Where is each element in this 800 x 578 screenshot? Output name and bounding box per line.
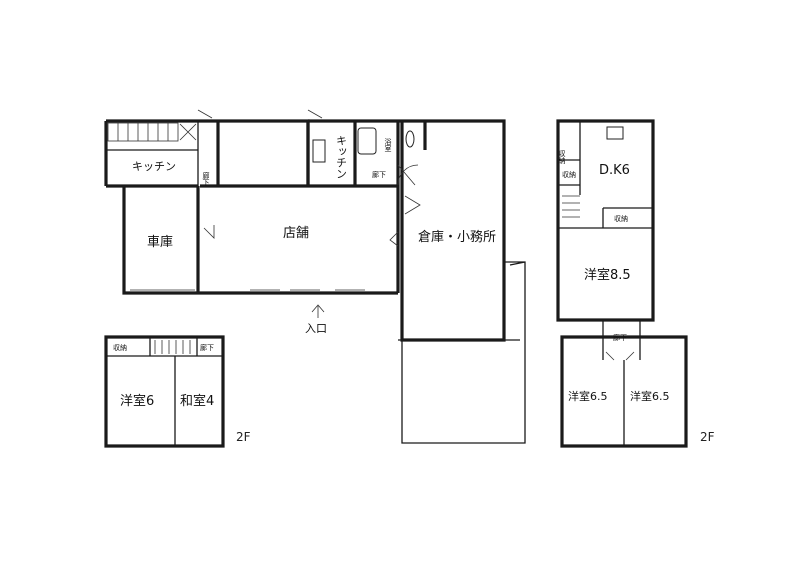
sink-fixture xyxy=(312,139,326,163)
stairs-2f-right xyxy=(562,195,580,218)
door-swing-hall xyxy=(203,225,215,239)
label-garage: 車庫 xyxy=(147,235,173,250)
outdoor-area xyxy=(398,261,526,444)
label-floor-2f-left: 2F xyxy=(236,430,251,444)
bathtub-fixture xyxy=(357,127,377,155)
wall-2f-left-inner xyxy=(106,337,223,446)
label-kitchen-left: キッチン xyxy=(132,160,176,173)
label-western65-b: 洋室6.5 xyxy=(630,389,670,403)
door-swing-storage xyxy=(404,195,421,215)
label-hall-center: 廊下 xyxy=(372,170,386,179)
door-swing-shop xyxy=(389,231,399,247)
toilet-fixture xyxy=(405,130,415,148)
door-swings-1f xyxy=(197,109,419,186)
label-dk: D.K6 xyxy=(599,163,630,178)
label-western85: 洋室8.5 xyxy=(584,267,631,283)
wall-1f-center xyxy=(306,119,427,186)
wall-1f-left-block xyxy=(104,119,218,295)
wall-1f-hall xyxy=(197,121,219,187)
label-2f-closet-top: 収納 xyxy=(558,150,566,165)
label-2f-hall: 廊下 xyxy=(200,343,214,352)
door-swings-2f xyxy=(605,351,635,361)
label-hall-left: 廊下 xyxy=(202,171,210,187)
label-shop: 店舗 xyxy=(283,226,309,241)
plan-2f-left: 収納 廊下 洋室6 和室4 2F xyxy=(104,335,251,448)
wall-2f-right-upper xyxy=(556,119,655,322)
label-bath: 浴室 xyxy=(384,137,392,152)
wall-2f-right-lower xyxy=(560,335,688,448)
wall-2f-right-divisions xyxy=(558,121,653,229)
plan-1f: キッチン 車庫 店舗 倉庫・小務所 廊下 廊下 浴室 キッチン 入口 xyxy=(104,109,526,444)
plan-2f-right: 収納 収納 D.K6 収納 洋室8.5 廊下 洋室6.5 洋室6.5 2F xyxy=(556,119,715,448)
label-2f-closet-mid: 収納 xyxy=(562,170,576,179)
label-western65-a: 洋室6.5 xyxy=(568,389,608,403)
label-floor-2f-right: 2F xyxy=(700,430,715,444)
wall-2f-right-lower-div xyxy=(602,320,641,446)
entrance-arrow-icon xyxy=(311,304,325,318)
label-2f-right-hall: 廊下 xyxy=(613,333,627,342)
label-entrance: 入口 xyxy=(305,322,327,335)
label-storage-office: 倉庫・小務所 xyxy=(418,230,496,245)
stairs-1f-left xyxy=(107,122,197,142)
label-kitchen-center: キッチン xyxy=(335,135,348,179)
label-2f-closet: 収納 xyxy=(113,343,127,352)
label-japanese4: 和室4 xyxy=(180,393,214,409)
wall-2f-left-outer xyxy=(104,335,225,448)
label-western6: 洋室6 xyxy=(120,393,154,409)
sink-2f xyxy=(606,126,624,140)
stairs-2f-left xyxy=(154,340,191,354)
label-2f-closet-right: 収納 xyxy=(614,214,628,223)
